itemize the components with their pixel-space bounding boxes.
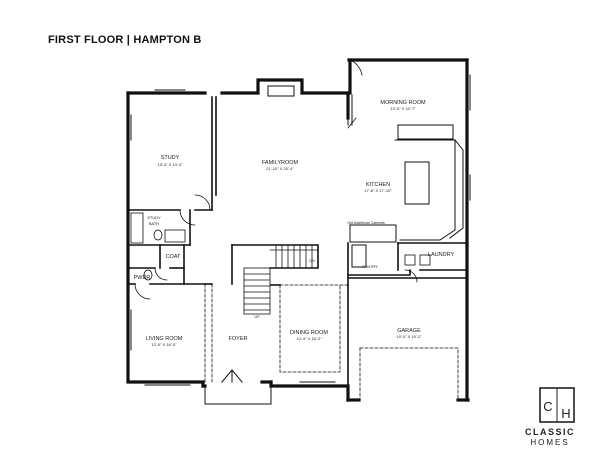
logo-line-1: CLASSIC	[524, 427, 575, 437]
family-dims: 21'-10" X 20'-4"	[266, 166, 294, 171]
stair-up-label: UP	[255, 315, 261, 319]
front-porch	[204, 369, 272, 405]
family-name: FAMILYROOM	[262, 160, 299, 166]
logo-mark-right: H	[561, 406, 570, 421]
foyer-name: FOYER	[229, 336, 248, 342]
dashed-openings	[204, 283, 459, 401]
study-name: STUDY	[161, 155, 180, 161]
logo-line-2: HOMES	[530, 438, 570, 447]
interior-walls	[127, 96, 468, 387]
kitchen-cabinets	[349, 124, 464, 268]
plan-title: FIRST FLOOR | HAMPTON B	[48, 34, 202, 46]
logo-mark-left: C	[543, 399, 552, 414]
windows	[127, 74, 471, 386]
cabinets-note: Opt Additional Cabinets	[347, 221, 385, 225]
morning-dims: 19'-5" X 10'-7"	[390, 106, 416, 111]
laundry-name: LAUNDRY	[428, 252, 455, 258]
door-swings	[134, 59, 418, 300]
coat-name: COAT	[166, 254, 182, 260]
room-labels: STUDY 13'-4" X 14'-4" FAMILYROOM 21'-10"…	[134, 100, 455, 347]
study-dims: 13'-4" X 14'-4"	[157, 162, 183, 167]
kitchen-name: KITCHEN	[366, 182, 390, 188]
study-bath-label-1: STUDY	[147, 215, 161, 220]
study-bath-label-2: BATH	[149, 221, 159, 226]
garage-name: GARAGE	[397, 328, 421, 334]
kitchen-dims: 17'-6" X 17'-10"	[364, 188, 392, 193]
dining-dims: 12'-4" X 16'-2"	[296, 336, 322, 341]
classic-homes-logo-mark: C H	[539, 387, 575, 423]
title-separator: |	[123, 34, 134, 46]
living-dims: 12'-0" X 16'-0"	[151, 342, 177, 347]
stairs	[243, 244, 319, 315]
bath-fixtures	[130, 212, 431, 281]
stair-dn-label: DN	[309, 259, 315, 263]
pantry-name: PANTRY	[362, 264, 378, 269]
floor-label: FIRST FLOOR	[48, 34, 124, 46]
garage-dims: 19'-0" X 19'-2"	[396, 334, 422, 339]
pwdr-name: PWDR	[134, 275, 151, 281]
dining-name: DINING ROOM	[290, 330, 328, 336]
living-name: LIVING ROOM	[146, 336, 183, 342]
morning-name: MORNING ROOM	[380, 100, 426, 106]
fireplace	[267, 85, 295, 97]
model-name: HAMPTON B	[133, 34, 202, 46]
